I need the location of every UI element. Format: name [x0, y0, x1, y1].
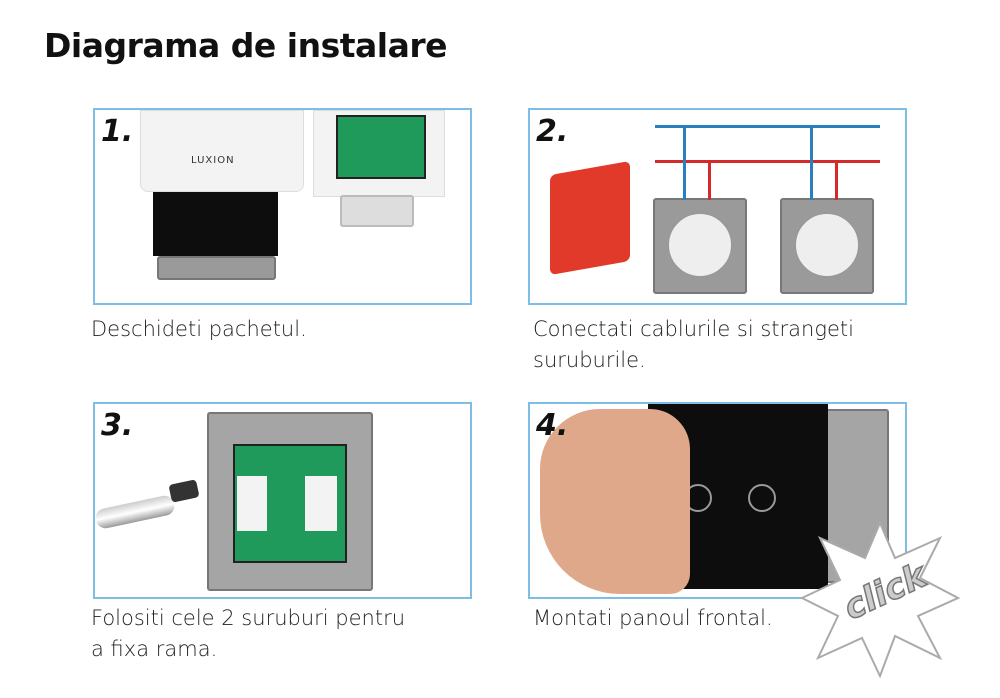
step-3-panel: 3. — [93, 402, 472, 599]
switch-frame-1 — [653, 198, 747, 294]
package-box: LUXION — [140, 110, 304, 192]
step-number: 3. — [101, 408, 134, 443]
hand — [540, 409, 690, 594]
page-title: Diagrama de instalare — [44, 26, 448, 65]
mounting-frame — [157, 256, 276, 280]
step-3-caption-line1: Folositi cele 2 suruburi pentru — [91, 606, 406, 630]
step-number: 2. — [536, 114, 569, 149]
brand-logo: LUXION — [191, 155, 235, 166]
package-open — [313, 110, 445, 197]
step-2-caption-line2: suruburile. — [533, 348, 646, 372]
screwdriver — [95, 493, 177, 531]
glass-panel — [153, 192, 278, 256]
bracket — [340, 195, 414, 227]
step-3-caption-line2: a fixa rama. — [91, 637, 218, 661]
step-4-caption: Montati panoul frontal. — [533, 606, 773, 630]
click-burst-icon — [800, 520, 960, 678]
mounting-frame — [207, 412, 373, 591]
switch-frame-2 — [780, 198, 874, 294]
step-1-panel: 1. LUXION — [93, 108, 472, 305]
step-2-panel: 2. — [528, 108, 907, 305]
step-number: 1. — [101, 114, 134, 149]
wall-box — [550, 160, 630, 276]
step-2-caption-line1: Conectati cablurile si strangeti — [533, 317, 854, 341]
step-number: 4. — [536, 408, 569, 443]
step-1-caption: Deschideti pachetul. — [91, 317, 307, 341]
